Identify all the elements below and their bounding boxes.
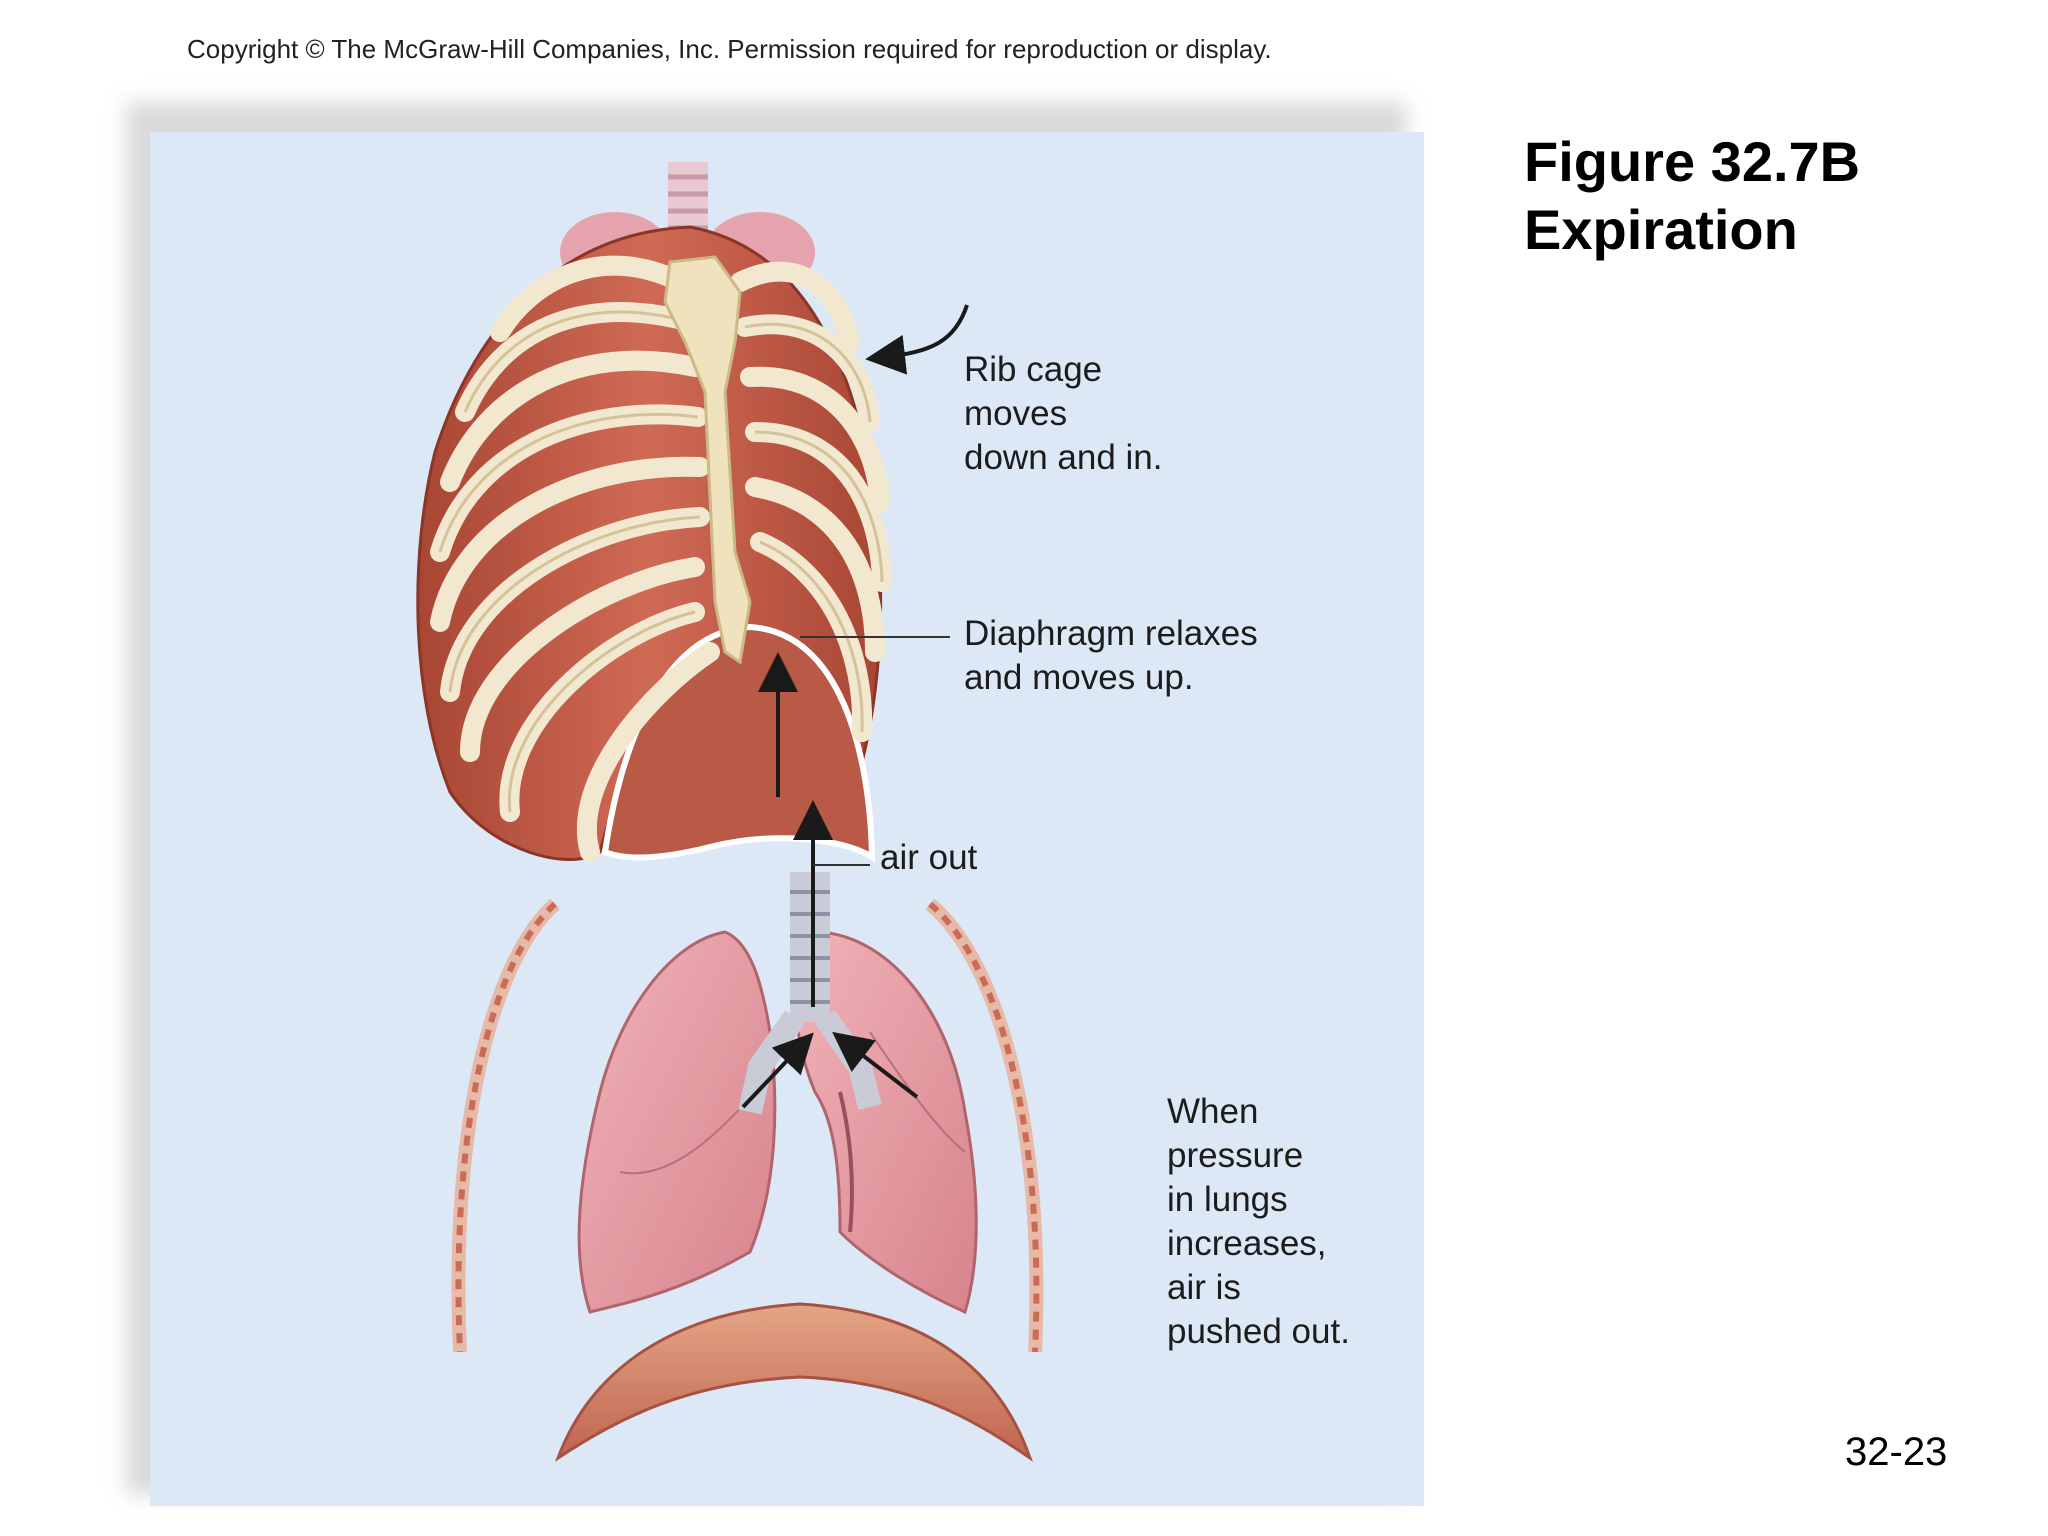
air-out-label: air out bbox=[880, 838, 978, 877]
pressure-label: When pressure in lungs increases, air is… bbox=[1167, 1092, 1350, 1351]
left-rib-segments bbox=[455, 901, 557, 1353]
figure-title: Figure 32.7B Expiration bbox=[1524, 128, 1860, 264]
rib-outlines bbox=[438, 310, 884, 813]
sternum bbox=[663, 255, 752, 665]
slide-number: 32-23 bbox=[1845, 1430, 1948, 1474]
diaphragm bbox=[554, 1302, 1033, 1462]
right-rib-segments bbox=[928, 901, 1040, 1353]
lungs-diagram bbox=[451, 800, 1044, 1462]
rib-cage-arrow bbox=[865, 304, 969, 375]
rib-cage bbox=[416, 162, 969, 863]
diaphragm-label: Diaphragm relaxes and moves up. bbox=[964, 614, 1258, 697]
left-bronchus-arrow bbox=[741, 1032, 814, 1109]
right-lung-fissure bbox=[869, 1031, 966, 1153]
illustration-panel bbox=[150, 132, 1424, 1506]
rib-cage-label: Rib cage moves down and in. bbox=[964, 350, 1163, 477]
heart-notch bbox=[838, 1091, 854, 1233]
left-chest-wall bbox=[451, 898, 560, 1353]
figure-number: Figure 32.7B bbox=[1524, 130, 1861, 193]
copyright-notice: Copyright © The McGraw-Hill Companies, I… bbox=[187, 34, 1272, 64]
figure-subtitle: Expiration bbox=[1524, 198, 1798, 261]
left-lung bbox=[577, 930, 777, 1314]
expiration-illustration bbox=[416, 162, 1044, 1462]
right-bronchus-arrow bbox=[832, 1031, 919, 1099]
